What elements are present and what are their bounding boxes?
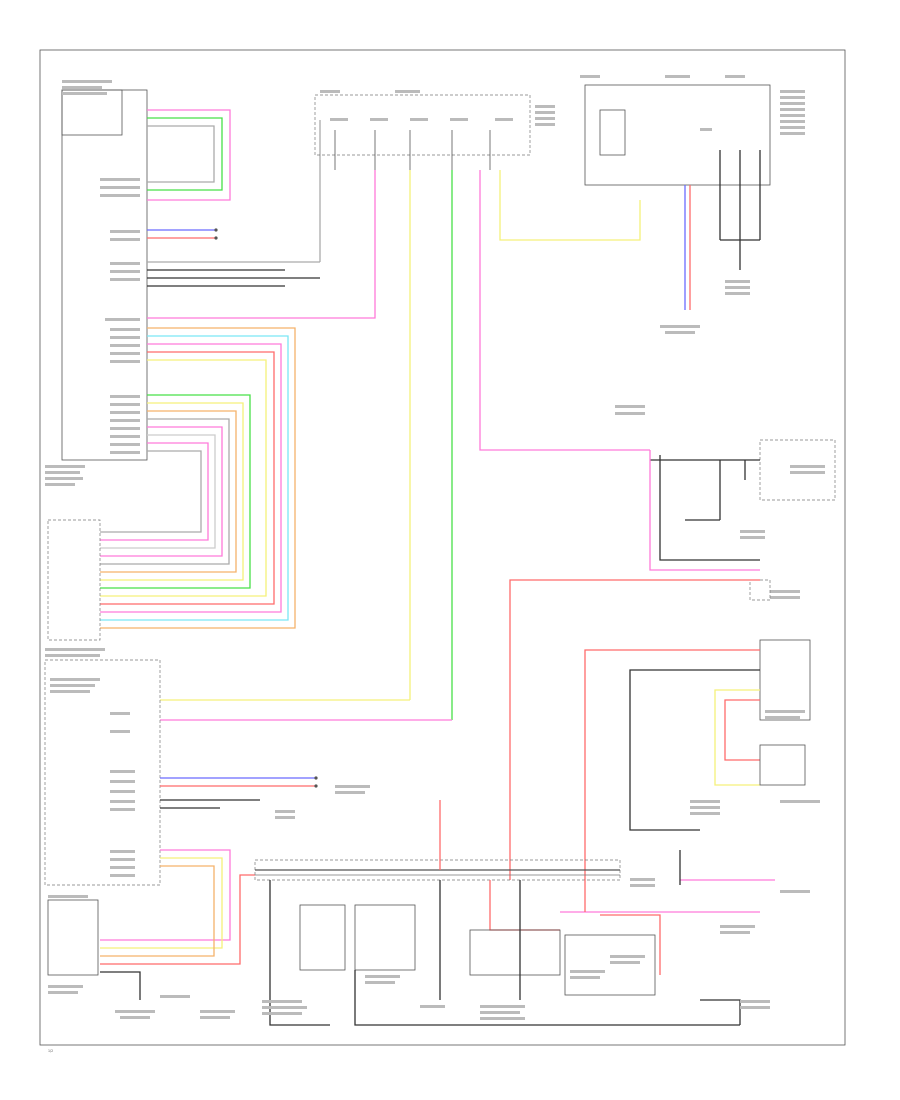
wire-pink-to-top xyxy=(147,170,376,319)
top-right-labels xyxy=(580,75,805,135)
wire-red-drop-2 xyxy=(489,880,560,931)
wire-pink-fan xyxy=(100,343,282,613)
wire-yellow-to-top-right xyxy=(499,170,641,241)
right-ground-box xyxy=(749,579,771,601)
wire-gray-fan xyxy=(100,418,230,565)
wire-pink-loop xyxy=(147,109,231,201)
fuse-block xyxy=(314,94,531,156)
wire-pink-switch xyxy=(100,849,231,941)
fuse-labels xyxy=(320,90,555,126)
wire-black-bottom-1 xyxy=(269,880,330,1026)
left-module-pin-labels xyxy=(100,178,140,454)
wire-red-switch xyxy=(100,874,255,965)
right-middle-labels xyxy=(615,405,825,599)
switch-module-labels xyxy=(45,648,370,877)
fuse-symbols xyxy=(334,130,491,170)
right-middle-wiring xyxy=(649,450,760,571)
left-side-notes xyxy=(45,465,85,486)
top-left-sensor-box xyxy=(61,89,123,136)
wire-red-fan xyxy=(100,351,275,605)
wire-pink-fan-2 xyxy=(100,426,223,557)
top-right-black-wires xyxy=(719,150,761,270)
wire-orange-switch xyxy=(100,865,215,957)
wire-green-fan xyxy=(100,394,251,589)
top-right-sub-box xyxy=(599,109,626,156)
switch-module xyxy=(44,659,161,886)
wire-gray-fan-2 xyxy=(100,450,202,533)
lower-left-labels xyxy=(48,895,235,1019)
right-lower-module xyxy=(759,639,811,721)
wire-cyan-fan xyxy=(100,335,289,621)
right-lower-sub-box xyxy=(759,744,806,786)
bottom-switch-1 xyxy=(299,904,346,971)
bottom-switch-4 xyxy=(564,934,656,996)
wire-red-down xyxy=(509,579,760,880)
wire-yellow-fan-2 xyxy=(100,402,244,581)
wire-black-bottom-2 xyxy=(354,970,740,1026)
wire-black-right xyxy=(629,669,760,831)
diagram-border xyxy=(39,49,846,1046)
wire-orange-fan xyxy=(100,327,296,629)
wire-lightgray-fan xyxy=(100,434,216,549)
wire-green-loop xyxy=(147,117,223,191)
footer-code: 1/2 xyxy=(48,1049,53,1053)
wire-pink-to-right xyxy=(479,170,650,451)
bottom-switch-2 xyxy=(354,904,416,971)
wire-red-right xyxy=(584,649,760,880)
wire-red-drop-4 xyxy=(600,914,661,975)
wire-pink-fan-3 xyxy=(100,442,209,541)
wire-gray-loop xyxy=(147,125,215,183)
right-middle-module xyxy=(759,439,836,501)
wire-black-ground-left xyxy=(100,971,141,1000)
bottom-labels xyxy=(262,878,810,1020)
top-right-ground-labels xyxy=(660,280,750,334)
lower-switch-box xyxy=(47,899,99,976)
wire-orange-fan-2 xyxy=(100,410,237,573)
wire-red-loop-right xyxy=(724,699,760,761)
wire-black-bottom-5 xyxy=(700,999,741,1025)
right-lower-labels xyxy=(690,710,820,815)
bottom-switch-3 xyxy=(469,929,561,976)
wire-yellow-fan xyxy=(100,359,267,597)
wire-yellow-switch xyxy=(100,857,223,949)
wire-yellow-right xyxy=(714,689,760,786)
top-right-module xyxy=(584,84,771,186)
left-module-label-block xyxy=(62,80,112,95)
lower-left-connector xyxy=(47,519,101,641)
